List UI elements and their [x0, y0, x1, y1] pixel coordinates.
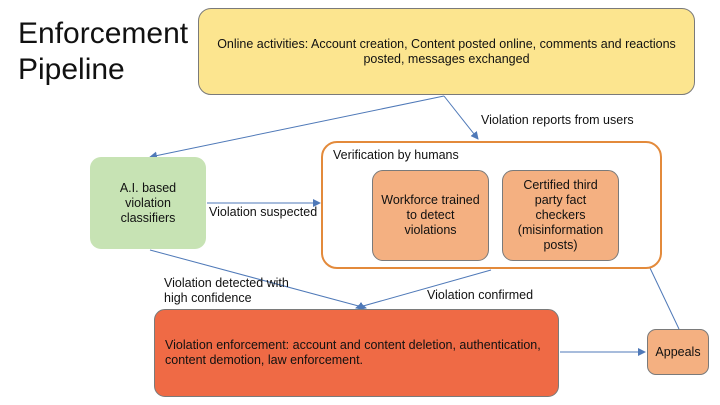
page-title: Enforcement Pipeline: [18, 17, 189, 86]
workforce-text: Workforce trained to detect violations: [381, 193, 480, 237]
ai-classifiers-text: A.I. based violation classifiers: [119, 180, 177, 225]
edge-verification-to-appeals: [649, 267, 680, 330]
enforcement-text: Violation enforcement: account and conte…: [165, 338, 541, 367]
edge-verification-to-enforcement: [355, 269, 492, 310]
workforce-node: Workforce trained to detect violations: [372, 170, 489, 261]
online-activities-text: Online activities: Account creation, Con…: [217, 36, 676, 66]
edge-online-to-ai: [149, 95, 445, 160]
appeals-node: Appeals: [647, 329, 709, 375]
fact-checkers-text: Certified third party fact checkers (mis…: [517, 178, 604, 252]
edge-label-high-confidence: Violation detected with high confidence: [164, 276, 289, 305]
fact-checkers-node: Certified third party fact checkers (mis…: [502, 170, 619, 261]
ai-classifiers-node: A.I. based violation classifiers: [90, 157, 206, 249]
edge-label-reports-from-users: Violation reports from users: [481, 113, 634, 127]
verification-group-label: Verification by humans: [333, 148, 459, 162]
appeals-text: Appeals: [655, 344, 701, 359]
online-activities-node: Online activities: Account creation, Con…: [198, 8, 695, 95]
edge-ai-to-enforcement: [149, 249, 367, 311]
enforcement-node: Violation enforcement: account and conte…: [154, 309, 559, 397]
edge-label-suspected: Violation suspected: [209, 205, 318, 219]
edge-label-confirmed: Violation confirmed: [427, 288, 534, 302]
edge-online-to-verification: [443, 95, 479, 140]
